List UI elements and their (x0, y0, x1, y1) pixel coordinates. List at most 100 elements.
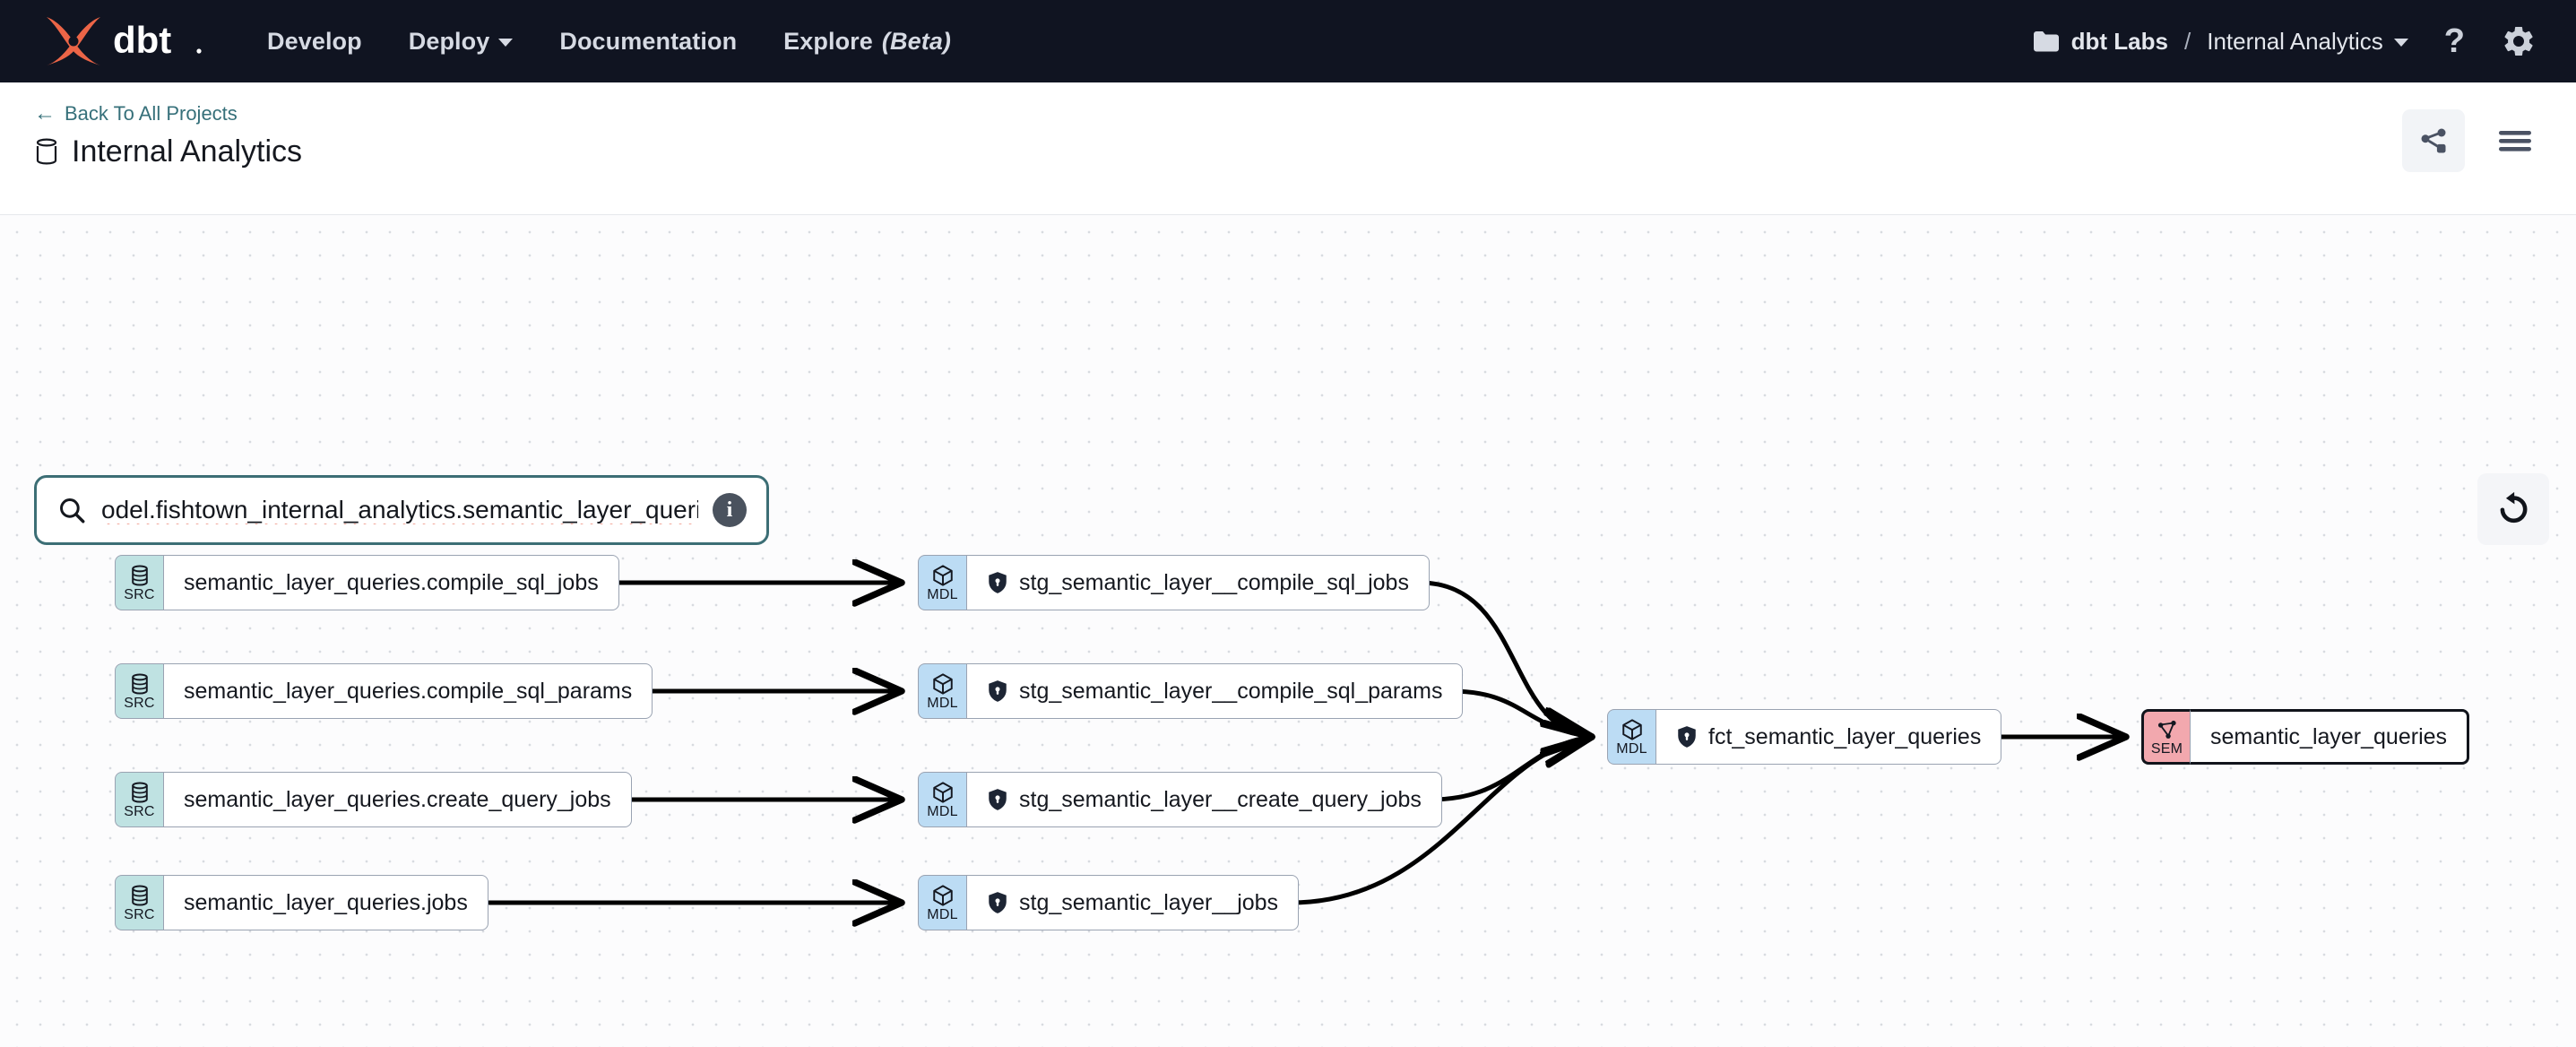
node-label: stg_semantic_layer__create_query_jobs (1019, 786, 1422, 812)
node-label: semantic_layer_queries (2210, 723, 2448, 749)
gear-icon (2504, 27, 2533, 56)
search-icon (60, 498, 85, 524)
reset-view-button[interactable] (2477, 473, 2549, 545)
node-body: fct_semantic_layer_queries (1655, 709, 2002, 765)
nav-link-documentation-label: Documentation (559, 27, 738, 55)
arrow-left-icon: ← (34, 101, 56, 125)
private-shield-icon (989, 680, 1007, 702)
cube-icon (932, 884, 953, 906)
subheader-left-group: ← Back To All Projects Internal Analytic… (34, 102, 302, 169)
breadcrumb-project-label: Internal Analytics (2207, 27, 2383, 55)
svg-text:dbt: dbt (113, 20, 171, 61)
database-icon (36, 137, 57, 164)
lineage-node-fct-semantic-layer-queries[interactable]: MDL fct_semantic_layer_queries (1607, 709, 2002, 765)
lineage-node-mdl-stg-create-query-jobs[interactable]: MDL stg_semantic_layer__create_query_job… (918, 772, 1442, 827)
lineage-canvas[interactable]: i (0, 215, 2576, 1047)
list-view-menu-button[interactable] (2488, 109, 2542, 172)
private-shield-icon (989, 892, 1007, 913)
node-type-badge-mdl-label: MDL (927, 695, 958, 711)
search-input[interactable] (101, 496, 698, 524)
dbt-mark-icon (47, 17, 100, 65)
node-body: stg_semantic_layer__jobs (966, 875, 1300, 930)
lineage-graph-icon (2421, 128, 2446, 153)
node-type-badge-sem: SEM (2141, 709, 2190, 765)
node-label: fct_semantic_layer_queries (1708, 723, 1982, 749)
nav-link-explore-beta-tag: (Beta) (881, 27, 952, 55)
lineage-node-src-create-query-jobs[interactable]: SRC semantic_layer_queries.create_query_… (115, 772, 632, 827)
nav-right-cluster: dbt Labs / Internal Analytics ? (2033, 23, 2537, 59)
node-type-badge-mdl: MDL (918, 663, 966, 719)
cube-icon (1621, 718, 1642, 740)
database-cylinder-icon (131, 673, 148, 694)
primary-nav-links: Develop Deploy Documentation Explore (Be… (267, 28, 951, 56)
subheader-actions (2402, 102, 2542, 172)
breadcrumb-separator: / (2183, 27, 2191, 55)
private-shield-icon (1678, 726, 1696, 748)
node-type-badge-mdl: MDL (918, 875, 966, 930)
settings-button[interactable] (2501, 23, 2537, 59)
breadcrumb-organization[interactable]: dbt Labs (2033, 28, 2168, 56)
lineage-view-toggle-button[interactable] (2402, 109, 2465, 172)
info-icon-glyph: i (726, 498, 733, 522)
node-body: semantic_layer_queries.compile_sql_jobs (163, 555, 619, 610)
private-shield-icon (989, 572, 1007, 593)
back-to-all-projects-link[interactable]: ← Back To All Projects (34, 102, 302, 125)
nav-link-deploy[interactable]: Deploy (409, 28, 514, 56)
lineage-node-src-compile-sql-params[interactable]: SRC semantic_layer_queries.compile_sql_p… (115, 663, 653, 719)
database-cylinder-icon (131, 885, 148, 905)
nav-link-explore[interactable]: Explore (Beta) (783, 28, 951, 56)
node-label: semantic_layer_queries.create_query_jobs (184, 786, 611, 812)
node-type-badge-mdl-label: MDL (927, 906, 958, 922)
node-body: stg_semantic_layer__compile_sql_params (966, 663, 1464, 719)
node-body: stg_semantic_layer__create_query_jobs (966, 772, 1442, 827)
nav-link-explore-label: Explore (783, 27, 873, 55)
private-shield-icon (989, 789, 1007, 810)
node-type-badge-mdl-label: MDL (1616, 740, 1647, 757)
node-type-badge-src: SRC (115, 555, 163, 610)
node-type-badge-src: SRC (115, 772, 163, 827)
chevron-down-icon (2393, 39, 2408, 47)
cube-icon (932, 672, 953, 695)
help-button[interactable]: ? (2444, 24, 2465, 58)
node-label: semantic_layer_queries.jobs (184, 889, 468, 915)
nav-link-deploy-label: Deploy (408, 27, 490, 55)
node-type-badge-src-label: SRC (124, 695, 155, 711)
node-type-badge-src-label: SRC (124, 586, 155, 602)
dbt-logo[interactable]: dbt (39, 13, 212, 69)
node-body: semantic_layer_queries.create_query_jobs (163, 772, 632, 827)
lineage-search-box[interactable]: i (34, 475, 769, 545)
help-icon: ? (2443, 22, 2465, 60)
node-type-badge-mdl: MDL (918, 555, 966, 610)
lineage-node-sem-semantic-layer-queries[interactable]: SEM semantic_layer_queries (2141, 709, 2473, 765)
node-type-badge-mdl: MDL (918, 772, 966, 827)
node-type-badge-mdl-label: MDL (927, 803, 958, 819)
lineage-node-src-compile-sql-jobs[interactable]: SRC semantic_layer_queries.compile_sql_j… (115, 555, 619, 610)
lineage-node-mdl-stg-jobs[interactable]: MDL stg_semantic_layer__jobs (918, 875, 1300, 930)
info-icon[interactable]: i (713, 493, 747, 527)
node-type-badge-src-label: SRC (124, 803, 155, 819)
dbt-wordmark-icon: dbt (113, 20, 202, 61)
lineage-node-src-jobs[interactable]: SRC semantic_layer_queries.jobs (115, 875, 489, 930)
semantic-graph-icon (2157, 720, 2176, 739)
nav-link-develop[interactable]: Develop (267, 28, 362, 56)
node-type-badge-src: SRC (115, 875, 163, 930)
breadcrumb-project-selector[interactable]: Internal Analytics (2207, 28, 2408, 56)
database-cylinder-icon (131, 565, 148, 585)
node-type-badge-sem-label: SEM (2150, 740, 2183, 757)
nav-link-documentation[interactable]: Documentation (559, 28, 737, 56)
cube-icon (932, 564, 953, 586)
project-subheader: ← Back To All Projects Internal Analytic… (0, 82, 2576, 215)
chevron-down-icon (498, 39, 514, 47)
node-label: semantic_layer_queries.compile_sql_param… (184, 678, 633, 704)
node-body: stg_semantic_layer__compile_sql_jobs (966, 555, 1430, 610)
reset-rotate-left-icon (2500, 491, 2528, 524)
node-type-badge-src-label: SRC (124, 906, 155, 922)
node-label: stg_semantic_layer__compile_sql_params (1019, 678, 1443, 704)
lineage-node-mdl-stg-compile-sql-params[interactable]: MDL stg_semantic_layer__compile_sql_para… (918, 663, 1464, 719)
folder-icon (2033, 30, 2059, 51)
lineage-node-mdl-stg-compile-sql-jobs[interactable]: MDL stg_semantic_layer__compile_sql_jobs (918, 555, 1430, 610)
node-type-badge-src: SRC (115, 663, 163, 719)
nav-link-develop-label: Develop (267, 27, 362, 55)
top-navigation-bar: dbt Develop Deploy Documentation Explore… (0, 0, 2576, 82)
breadcrumb-organization-label: dbt Labs (2070, 27, 2168, 55)
